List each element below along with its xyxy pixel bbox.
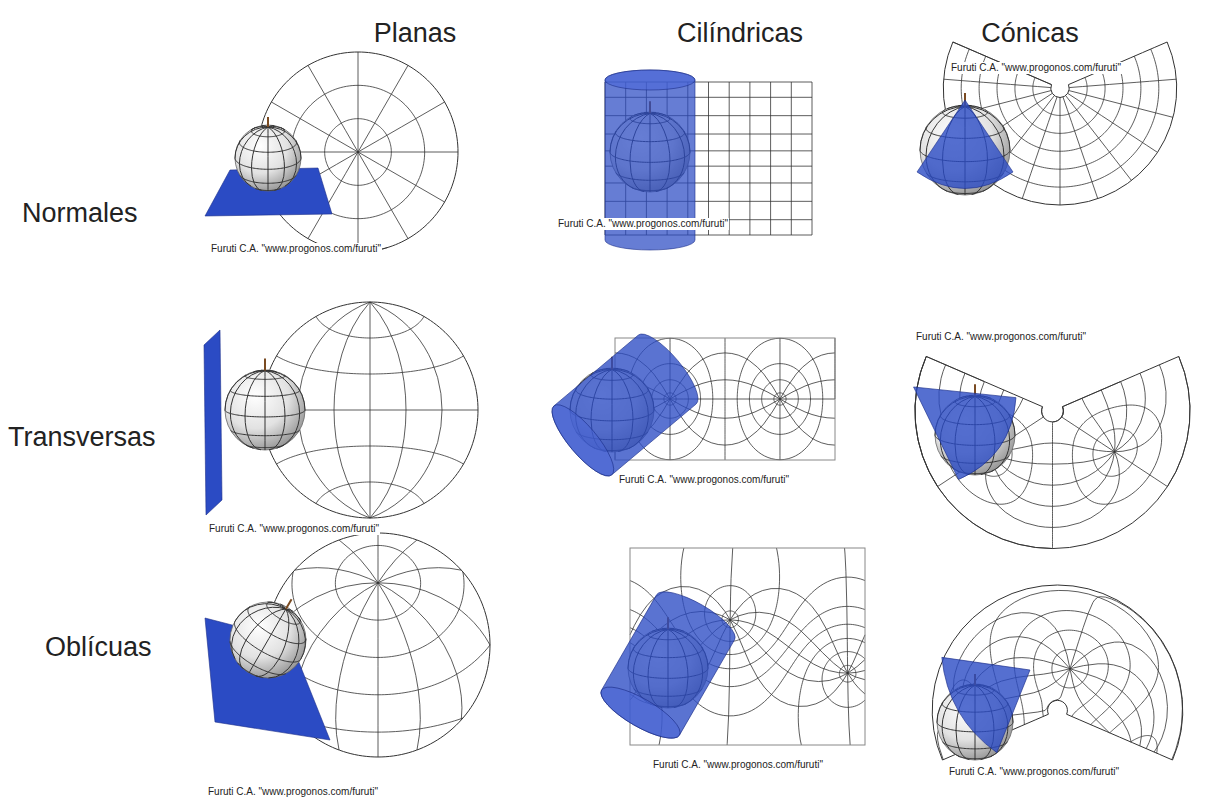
- globe: [225, 359, 305, 450]
- globe-axis: [267, 117, 269, 127]
- globe-sphere: [230, 602, 306, 678]
- globe-axis: [286, 599, 292, 609]
- graticule: [235, 125, 301, 191]
- projection-cone: [931, 622, 1057, 759]
- projection-plane-surface: [204, 330, 222, 515]
- projection-cone-surface: [917, 100, 1013, 189]
- globe: [235, 117, 301, 191]
- column-header: Cilíndricas: [677, 18, 803, 49]
- cylinder-rim: [605, 70, 695, 90]
- meridian: [708, 82, 709, 235]
- meridian: [791, 82, 792, 235]
- watermark: Furuti C.A. "www.progonos.com/furuti": [950, 62, 1122, 74]
- watermark: Furuti C.A. "www.progonos.com/furuti": [948, 766, 1120, 778]
- projection-cylinder: [595, 583, 742, 748]
- projection-cone-surface: [885, 346, 1028, 488]
- projection-cylinder: [543, 326, 707, 484]
- row-header: Normales: [22, 198, 138, 229]
- watermark: Furuti C.A. "www.progonos.com/furuti": [210, 243, 382, 255]
- meridian: [770, 82, 771, 235]
- cylinder-rim: [595, 678, 687, 747]
- projection-cylinder-surface: [595, 583, 742, 748]
- watermark: Furuti C.A. "www.progonos.com/furuti": [207, 786, 379, 798]
- meridian: [729, 82, 730, 235]
- projection-plane: [204, 330, 222, 515]
- projection-cone: [917, 100, 1013, 189]
- projection-cylinder-surface: [543, 326, 707, 484]
- graticule: [225, 370, 305, 450]
- watermark: Furuti C.A. "www.progonos.com/furuti": [618, 474, 790, 486]
- cylinder-rim: [543, 397, 622, 484]
- globe-axis: [264, 359, 266, 371]
- meridian: [812, 82, 813, 235]
- globe-sphere: [225, 370, 305, 450]
- meridian: [749, 82, 750, 235]
- column-header: Cónicas: [981, 18, 1079, 49]
- column-header: Planas: [374, 18, 457, 49]
- watermark: Furuti C.A. "www.progonos.com/furuti": [557, 218, 729, 230]
- globe: [230, 599, 306, 678]
- projection-cone-surface: [931, 622, 1057, 759]
- watermark: Furuti C.A. "www.progonos.com/furuti": [208, 523, 380, 535]
- watermark: Furuti C.A. "www.progonos.com/furuti": [652, 759, 824, 771]
- projection-cone: [885, 346, 1028, 488]
- row-header: Transversas: [8, 422, 156, 453]
- watermark: Furuti C.A. "www.progonos.com/furuti": [915, 331, 1087, 343]
- graticule: [230, 602, 306, 678]
- globe-sphere: [235, 125, 301, 191]
- row-header: Oblícuas: [45, 632, 152, 663]
